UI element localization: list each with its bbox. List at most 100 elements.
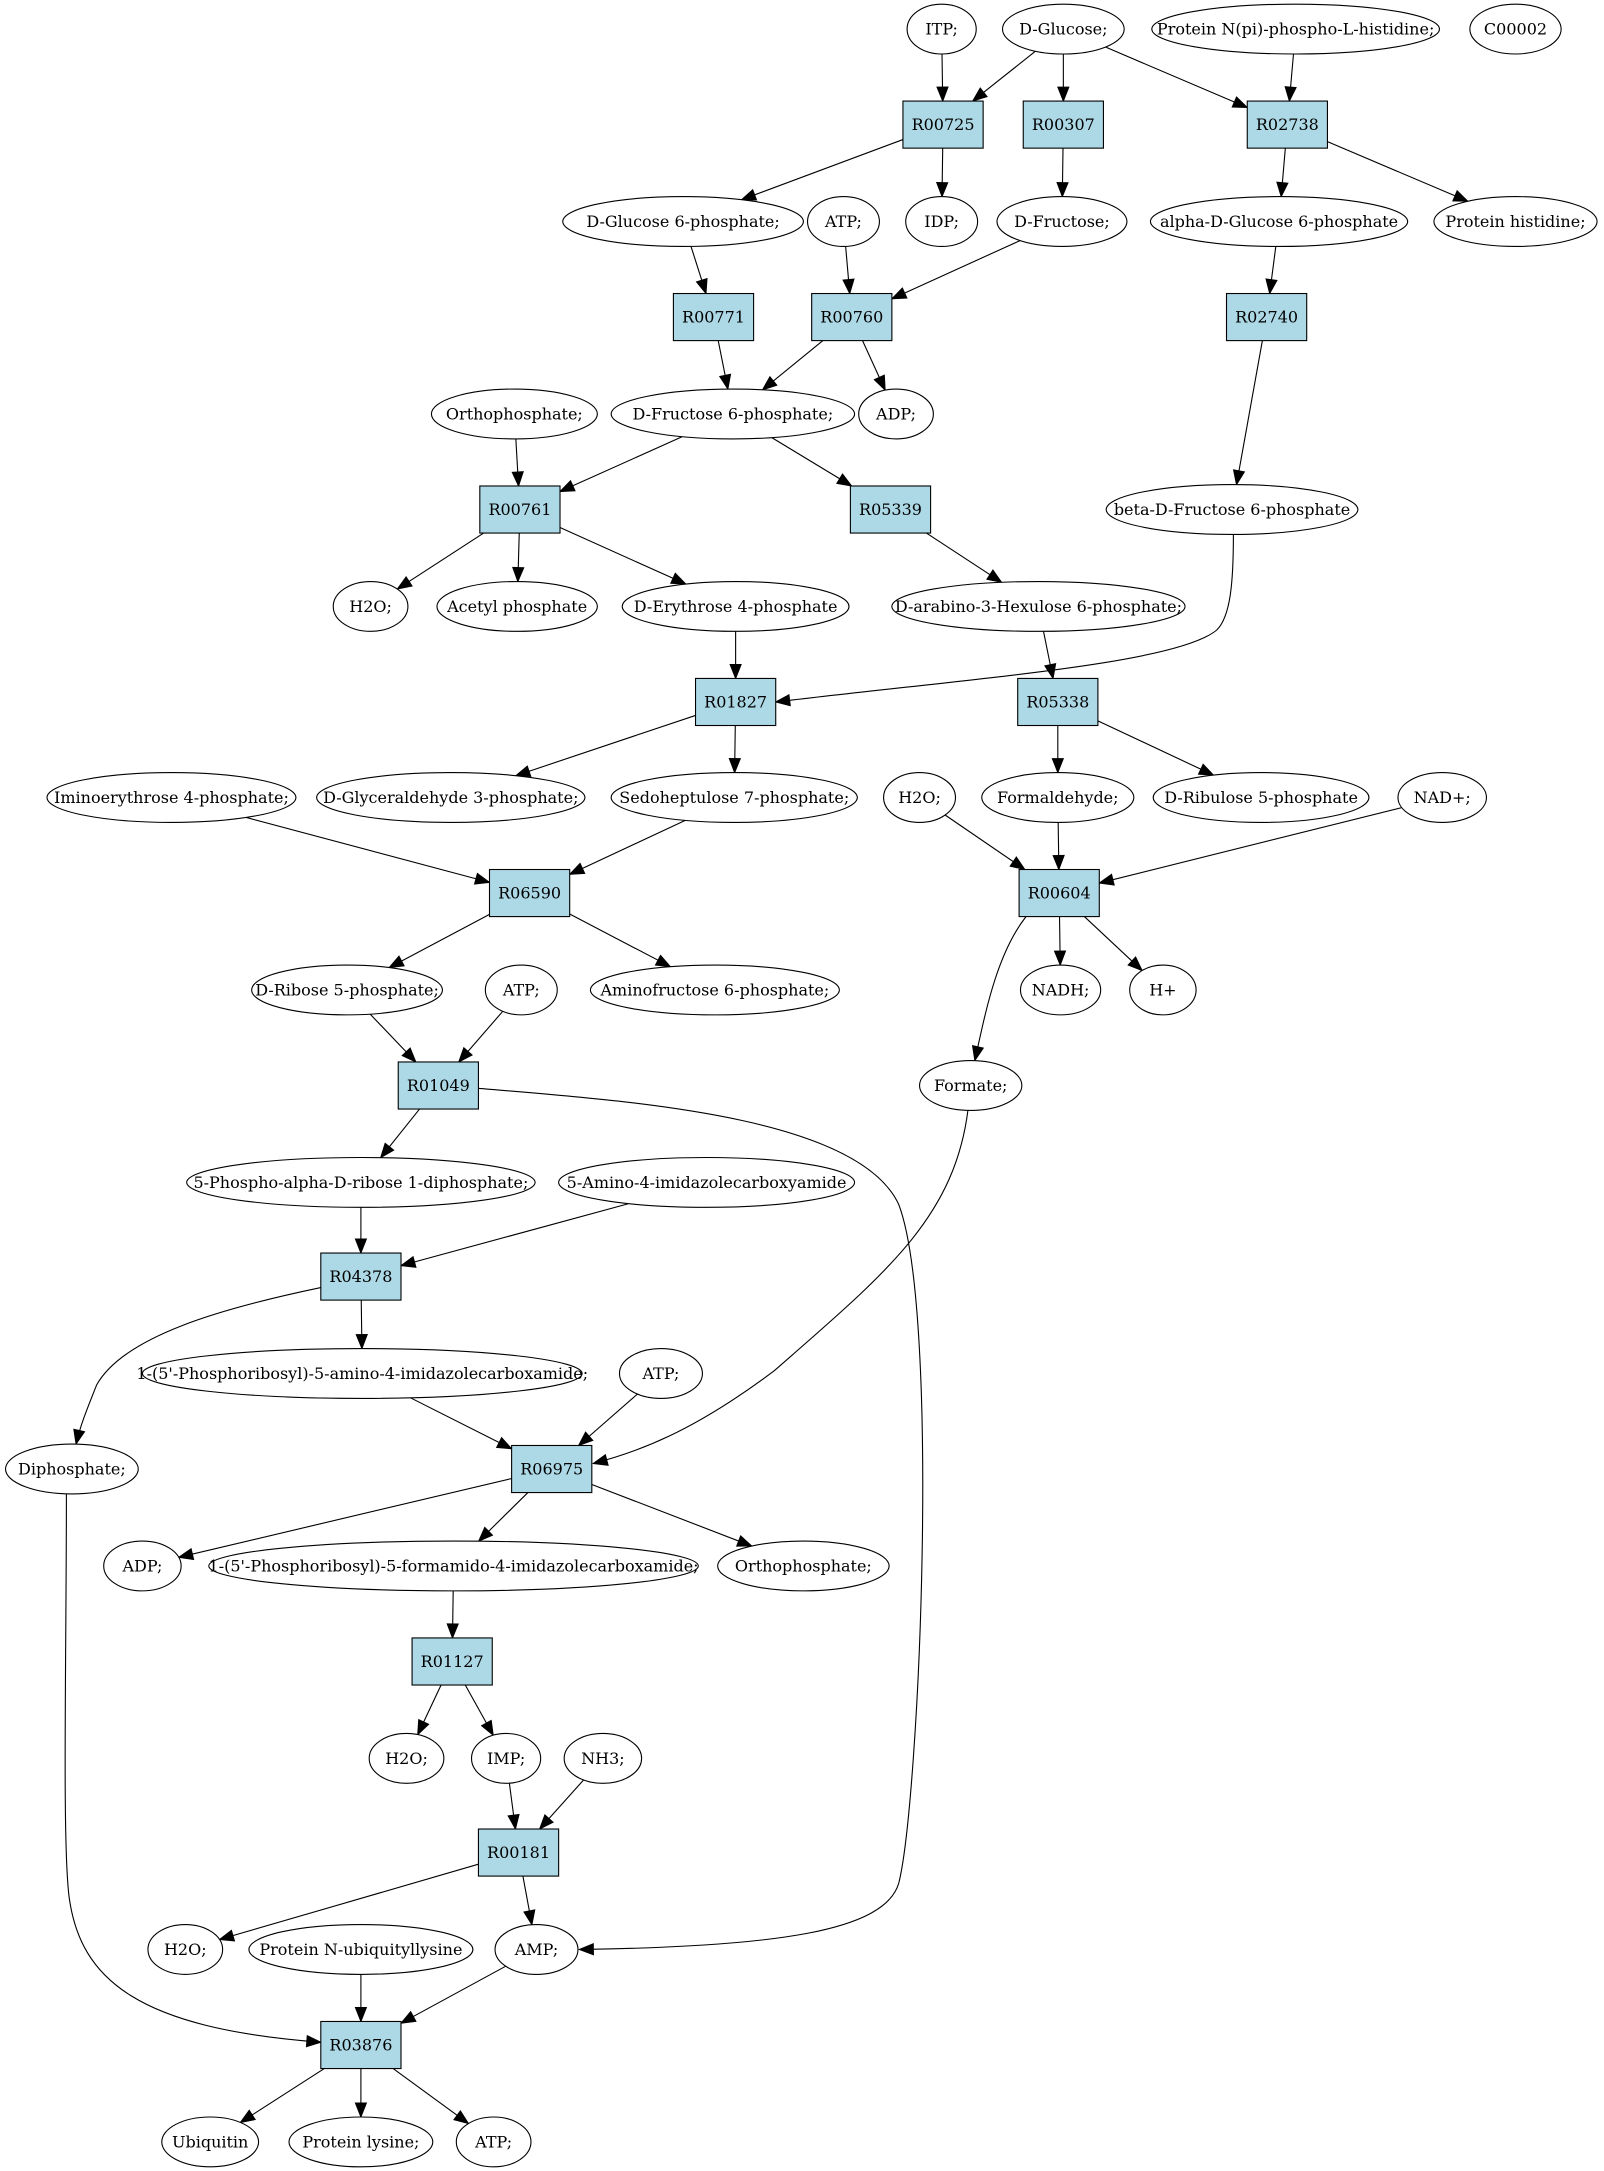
node-label: D-Glucose 6-phosphate; [586,212,779,231]
reaction-node-R04378[interactable]: R04378 [320,1252,402,1301]
node-label: Diphosphate; [18,1460,126,1479]
compound-node-ADP1[interactable]: ADP; [858,388,934,440]
node-label: R01127 [421,1652,484,1671]
node-label: Formate; [934,1076,1008,1095]
edge-R01049-to-AMP [478,1087,924,1956]
compound-node-DIPHOS[interactable]: Diphosphate; [4,1443,139,1495]
compound-node-AF6P[interactable]: Aminofructose 6-phosphate; [589,964,840,1016]
reaction-node-R02738[interactable]: R02738 [1246,100,1328,149]
node-label: D-Ribose 5-phosphate; [255,980,439,999]
compound-node-AMP[interactable]: AMP; [494,1923,579,1975]
edge-R06590-to-DR5P [387,913,490,969]
reaction-node-R06590[interactable]: R06590 [488,868,571,918]
compound-node-C00002[interactable]: C00002 [1469,3,1562,55]
compound-node-DRU5P[interactable]: D-Ribulose 5-phosphate [1152,772,1370,823]
node-label: Protein N(pi)-phospho-L-histidine; [1157,20,1434,39]
node-label: ATP; [474,2132,512,2151]
node-label: R05339 [859,500,922,519]
reaction-node-R00307[interactable]: R00307 [1022,100,1104,149]
reaction-node-R00725[interactable]: R00725 [902,100,984,149]
reaction-node-R05339[interactable]: R05339 [849,485,932,534]
compound-node-ADP2[interactable]: ADP; [103,1540,182,1592]
node-label: R00307 [1032,115,1095,134]
reaction-node-R00760[interactable]: R00760 [811,292,893,342]
reaction-node-R05338[interactable]: R05338 [1017,677,1099,727]
compound-node-PNUL[interactable]: Protein N-ubiquityllysine [248,1923,474,1975]
compound-node-UBQ[interactable]: Ubiquitin [161,2116,260,2168]
compound-node-FAICAR[interactable]: 1-(5'-Phosphoribosyl)-5-formamido-4-imid… [208,1540,699,1592]
compound-node-DG6P[interactable]: D-Glucose 6-phosphate; [562,196,804,248]
reaction-node-R00604[interactable]: R00604 [1018,868,1100,918]
compound-node-NADH[interactable]: NADH; [1019,964,1102,1016]
compound-node-PNPH[interactable]: Protein N(pi)-phospho-L-histidine; [1151,3,1441,55]
compound-node-ATP2[interactable]: ATP; [484,964,558,1016]
edges-layer [64,46,1470,2125]
node-label: Sedoheptulose 7-phosphate; [619,788,849,807]
compound-node-AICA[interactable]: 5-Amino-4-imidazolecarboxyamide [558,1156,856,1208]
compound-node-DF6P[interactable]: D-Fructose 6-phosphate; [610,388,856,440]
reaction-node-R03876[interactable]: R03876 [320,2020,402,2070]
nodes-layer: ITP; D-Glucose; Protein N(pi)-phospho-L-hi… [4,3,1598,2168]
reaction-node-R06975[interactable]: R06975 [511,1444,593,1494]
compound-node-IDP[interactable]: IDP; [905,196,979,248]
reaction-node-R00181[interactable]: R00181 [477,1828,560,1877]
compound-node-BDF6P[interactable]: beta-D-Fructose 6-phosphate [1105,484,1359,535]
reaction-node-R01049[interactable]: R01049 [397,1061,479,1110]
compound-node-FORMATE[interactable]: Formate; [918,1060,1023,1111]
compound-node-DGA3P[interactable]: D-Glyceraldehyde 3-phosphate; [316,772,586,823]
reaction-node-R00761[interactable]: R00761 [479,485,561,534]
compound-node-ATP1[interactable]: ATP; [806,196,880,248]
reaction-node-R00771[interactable]: R00771 [672,292,755,342]
compound-node-PHIS[interactable]: Protein histidine; [1433,196,1598,248]
compound-node-AICAR[interactable]: 1-(5'-Phosphoribosyl)-5-amino-4-imidazol… [136,1348,588,1399]
node-label: R03876 [329,2036,392,2055]
compound-node-DE4P[interactable]: D-Erythrose 4-phosphate [621,580,850,632]
compound-node-H2O4[interactable]: H2O; [147,1923,224,1975]
compound-node-IMP[interactable]: IMP; [470,1732,542,1784]
compound-node-ORTHO2[interactable]: Orthophosphate; [717,1540,890,1592]
compound-node-ATP3[interactable]: ATP; [618,1348,703,1399]
node-label: D-Glyceraldehyde 3-phosphate; [323,788,578,807]
edge-IE4P-to-R06590 [246,816,491,885]
compound-node-HPLUS[interactable]: H+ [1129,964,1197,1016]
reaction-node-R02740[interactable]: R02740 [1225,292,1308,342]
edge-R01827-to-S7P [728,725,742,774]
compound-node-ATP4[interactable]: ATP; [455,2116,532,2168]
edge-R00760-to-ADP1 [862,340,886,392]
reaction-node-R01827[interactable]: R01827 [694,677,777,727]
compound-node-DGLC[interactable]: D-Glucose; [1001,3,1125,55]
edge-DF6P-to-R00761 [558,436,683,493]
edge-DFRU-to-R00760 [890,240,1021,300]
compound-node-ACP[interactable]: Acetyl phosphate [436,580,598,632]
compound-node-PRPP[interactable]: 5-Phospho-alpha-D-ribose 1-diphosphate; [186,1156,536,1208]
compound-node-H2O2[interactable]: H2O; [883,772,957,823]
node-label: ATP; [824,212,862,231]
node-label: R05338 [1026,692,1089,711]
node-label: 5-Phospho-alpha-D-ribose 1-diphosphate; [193,1173,528,1192]
compound-node-DA3H6P[interactable]: D-arabino-3-Hexulose 6-phosphate; [891,580,1186,632]
compound-node-PLYS[interactable]: Protein lysine; [288,2116,434,2168]
node-label: H2O; [385,1749,428,1768]
node-label: 5-Amino-4-imidazolecarboxyamide [567,1173,847,1192]
node-label: R00760 [820,308,883,327]
reaction-node-R01127[interactable]: R01127 [411,1637,493,1686]
edge-R06975-to-FAICAR [477,1492,529,1543]
compound-node-DR5P[interactable]: D-Ribose 5-phosphate; [251,964,444,1016]
compound-node-IE4P[interactable]: Iminoerythrose 4-phosphate; [46,772,297,823]
compound-node-NAD[interactable]: NAD+; [1397,772,1488,823]
compound-node-H2O1[interactable]: H2O; [332,580,409,632]
compound-node-ITP[interactable]: ITP; [906,3,977,55]
compound-node-S7P[interactable]: Sedoheptulose 7-phosphate; [610,772,858,823]
compound-node-FORMAL[interactable]: Formaldehyde; [981,772,1135,823]
compound-node-NH3[interactable]: NH3; [563,1732,643,1784]
node-label: H2O; [164,1940,207,1959]
edge-R00771-to-DF6P [717,340,732,391]
compound-node-AG6P[interactable]: alpha-D-Glucose 6-phosphate [1149,196,1409,248]
node-label: R04378 [329,1267,392,1286]
compound-node-DFRU[interactable]: D-Fructose; [996,196,1128,248]
node-label: AMP; [514,1940,559,1959]
compound-node-ORTHO1[interactable]: Orthophosphate; [430,388,598,440]
edge-R00761-to-H2O1 [396,532,484,590]
compound-node-H2O3[interactable]: H2O; [368,1732,445,1784]
